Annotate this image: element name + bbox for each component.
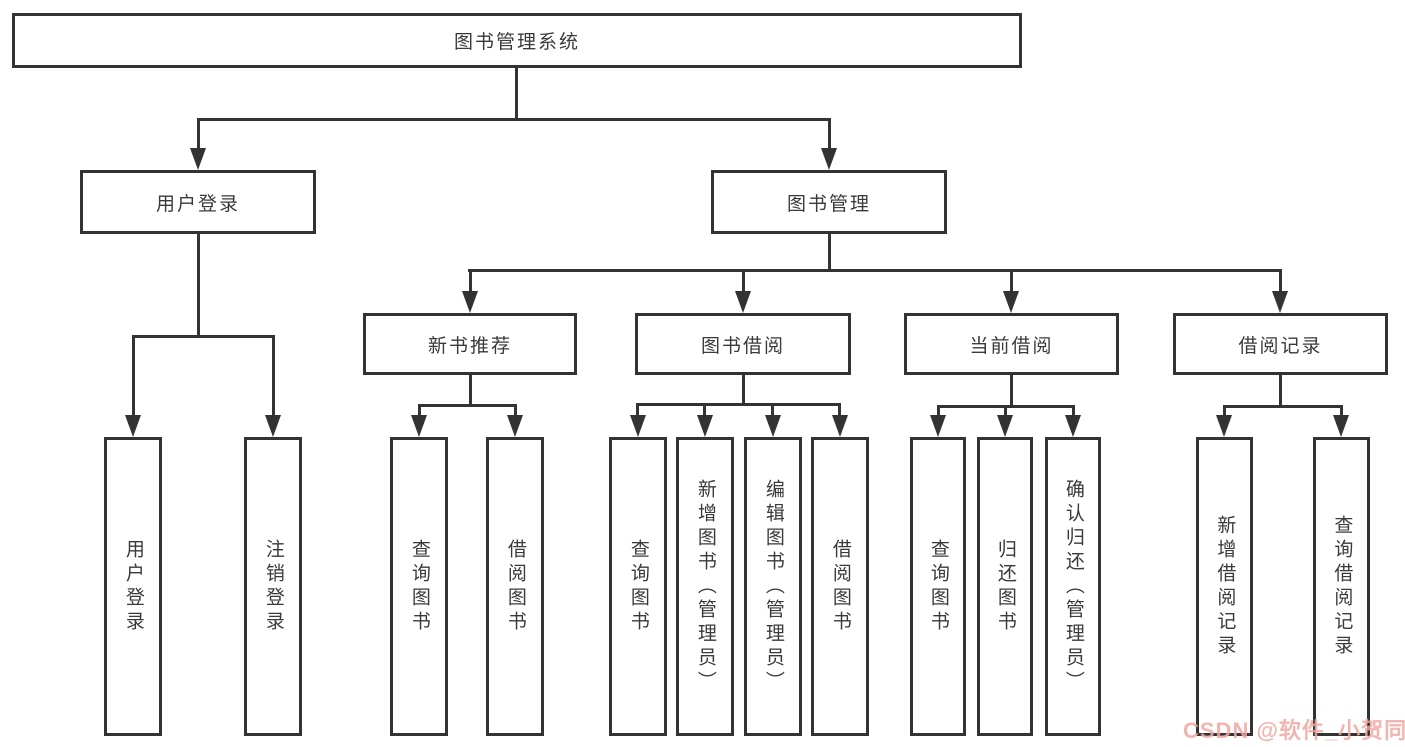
arrow-down-icon [821, 148, 837, 170]
arrow-down-icon [125, 415, 141, 437]
connector-recommend-hline [418, 404, 517, 407]
connector-to-leaf [838, 403, 841, 417]
node-label: 当前借阅 [969, 335, 1054, 357]
connector-recommend-stub [469, 375, 472, 406]
leaf-label: 新增借阅记录 [1214, 514, 1236, 659]
leaf-user-login: 用户登录 [104, 437, 162, 736]
node-label: 用户登录 [155, 193, 240, 215]
connector-to-leaf [703, 403, 706, 417]
node-user-login-branch: 用户登录 [80, 170, 316, 234]
arrow-down-icon [1003, 291, 1019, 313]
leaf-label: 查询借阅记录 [1331, 514, 1353, 659]
connector-to-leaf-logout [272, 335, 275, 417]
connector-user-login-hline [132, 335, 275, 338]
arrow-down-icon [190, 148, 206, 170]
leaf-label: 查询图书 [927, 538, 949, 635]
leaf-label: 编辑图书（管理员） [762, 478, 784, 695]
leaf-edit-book-admin: 编辑图书（管理员） [744, 437, 802, 736]
arrow-down-icon [1216, 415, 1232, 437]
leaf-label: 查询图书 [627, 538, 649, 635]
node-label: 图书管理 [786, 193, 871, 215]
leaf-add-borrow-record: 新增借阅记录 [1196, 437, 1253, 736]
connector-borrow-hline [636, 403, 840, 406]
leaf-label: 注销登录 [262, 538, 284, 635]
leaf-label: 新增图书（管理员） [694, 478, 716, 695]
connector-to-user-login [197, 118, 200, 150]
node-current-borrow: 当前借阅 [904, 313, 1119, 375]
arrow-down-icon [1065, 415, 1081, 437]
connector-current-stub [1010, 375, 1013, 407]
arrow-down-icon [832, 415, 848, 437]
connector-book-mgmt-stub [828, 234, 831, 271]
connector-to-leaf [937, 405, 940, 417]
leaf-borrow-books-borrow: 借阅图书 [811, 437, 869, 736]
connector-to-borrow-records [1279, 269, 1282, 293]
node-borrow-records: 借阅记录 [1173, 313, 1388, 375]
leaf-label: 借阅图书 [504, 538, 526, 635]
node-book-borrow: 图书借阅 [635, 313, 851, 375]
arrow-down-icon [265, 415, 281, 437]
node-label: 图书借阅 [700, 335, 785, 357]
connector-to-leaf [1223, 405, 1226, 417]
connector-to-leaf [771, 403, 774, 417]
connector-to-new-book-recommend [469, 269, 472, 293]
leaf-label: 归还图书 [994, 538, 1016, 635]
arrow-down-icon [462, 291, 478, 313]
node-label: 图书管理系统 [453, 32, 580, 53]
leaf-borrow-books-recommend: 借阅图书 [486, 437, 544, 736]
leaf-logout: 注销登录 [244, 437, 302, 736]
arrow-down-icon [697, 415, 713, 437]
leaf-query-books-borrow: 查询图书 [609, 437, 667, 736]
leaf-label: 查询图书 [408, 538, 430, 635]
leaf-return-book: 归还图书 [977, 437, 1033, 736]
connector-to-leaf [418, 404, 421, 417]
node-new-book-recommend: 新书推荐 [363, 313, 577, 375]
connector-records-hline [1223, 405, 1342, 408]
leaf-add-book-admin: 新增图书（管理员） [676, 437, 734, 736]
connector-to-leaf-user-login [132, 335, 135, 417]
node-library-management-system: 图书管理系统 [12, 13, 1022, 68]
connector-borrow-stub [742, 375, 745, 405]
arrow-down-icon [1272, 291, 1288, 313]
connector-to-leaf [1072, 405, 1075, 417]
arrow-down-icon [930, 415, 946, 437]
connector-to-leaf [1004, 405, 1007, 417]
arrow-down-icon [765, 415, 781, 437]
csdn-watermark: CSDN @软件_小贺同学 [1183, 718, 1405, 743]
leaf-label: 确认归还（管理员） [1062, 478, 1084, 695]
leaf-query-books-recommend: 查询图书 [390, 437, 448, 736]
leaf-query-borrow-record: 查询借阅记录 [1313, 437, 1370, 736]
arrow-down-icon [630, 415, 646, 437]
connector-to-book-borrow [742, 269, 745, 293]
connector-to-leaf [1340, 405, 1343, 417]
connector-to-current-borrow [1010, 269, 1013, 293]
connector-root-hline [197, 118, 831, 121]
leaf-confirm-return-admin: 确认归还（管理员） [1045, 437, 1101, 736]
connector-records-stub [1279, 375, 1282, 407]
arrow-down-icon [997, 415, 1013, 437]
node-label: 新书推荐 [427, 335, 512, 357]
arrow-down-icon [735, 291, 751, 313]
arrow-down-icon [507, 415, 523, 437]
leaf-label: 借阅图书 [829, 538, 851, 635]
node-book-management: 图书管理 [711, 170, 947, 234]
arrow-down-icon [411, 415, 427, 437]
arrow-down-icon [1333, 415, 1349, 437]
leaf-query-books-current: 查询图书 [910, 437, 966, 736]
connector-to-book-management [828, 118, 831, 150]
node-label: 借阅记录 [1238, 335, 1323, 357]
connector-book-mgmt-hline [468, 269, 1281, 272]
connector-root-stub [515, 68, 518, 120]
connector-user-login-stub [197, 234, 200, 338]
connector-to-leaf [636, 403, 639, 417]
leaf-label: 用户登录 [122, 538, 144, 635]
connector-to-leaf [514, 404, 517, 417]
